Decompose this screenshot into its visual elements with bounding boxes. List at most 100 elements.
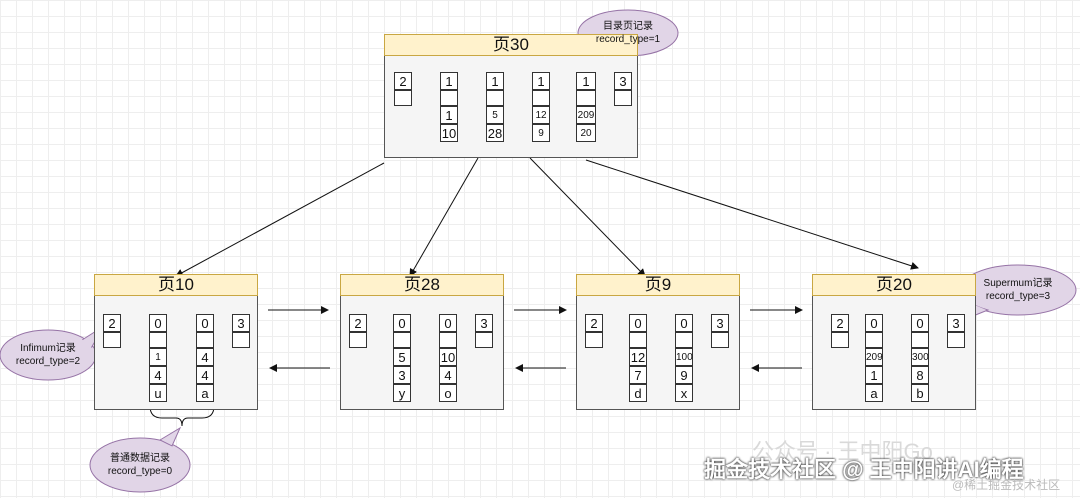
root-page-30: 页30 [384,34,638,158]
supremum-record-type: 3 [947,314,965,332]
user-record-field: 300 [911,348,929,366]
infimum-next [103,332,121,348]
supremum-next [475,332,493,348]
user-record-field: a [865,384,883,402]
user-record-type: 0 [196,314,214,332]
user-record-field: 209 [865,348,883,366]
infimum-record-type: 2 [103,314,121,332]
user-record-field: b [911,384,929,402]
brace [149,405,215,427]
callout-line: record_type=1 [595,34,661,45]
callout-user-bubble [89,426,191,493]
user-record-next [439,332,457,348]
callout-line: 目录页记录 [603,21,653,32]
callout-directory: 目录页记录 record_type=1 [580,20,676,46]
user-record-next [675,332,693,348]
user-record-type: 0 [629,314,647,332]
user-record-type: 0 [911,314,929,332]
dir-record-next [486,90,504,106]
user-record-field: x [675,384,693,402]
callout-line: record_type=2 [15,356,81,367]
page-title: 页28 [340,274,504,296]
callout-infimum: Infimum记录 record_type=2 [2,342,94,368]
dir-record-page: 10 [440,124,458,142]
dir-record-key: 1 [440,106,458,124]
edge-root-to-page28 [409,157,479,277]
user-record-field: 8 [911,366,929,384]
user-record-field: 5 [393,348,411,366]
user-record-field: a [196,384,214,402]
dir-record-type: 1 [486,72,504,90]
edge-root-to-page9 [529,157,646,277]
supremum-next [232,332,250,348]
user-record-field: 7 [629,366,647,384]
callout-line: 普通数据记录 [110,453,170,464]
dir-record-page: 20 [576,124,596,142]
user-record-field: 3 [393,366,411,384]
watermark-ghost: 公众号 · 王中阳Go [752,439,933,464]
user-record-next [393,332,411,348]
user-record-field: u [149,384,167,402]
supremum-record-type: 3 [232,314,250,332]
user-record-field: y [393,384,411,402]
callout-line: Supermum记录 [983,278,1053,289]
edge-root-to-page10 [175,162,385,277]
supremum-record-type: 3 [711,314,729,332]
user-record-type: 0 [865,314,883,332]
user-record-next [196,332,214,348]
infimum-record-type: 2 [349,314,367,332]
dir-record-next [576,90,596,106]
callout-line: Infimum记录 [20,343,76,354]
dir-record-next [440,90,458,106]
leaf-page-10: 页10 [94,274,258,410]
dir-record-next [532,90,550,106]
dir-record-page: 28 [486,124,504,142]
callout-user: 普通数据记录 record_type=0 [92,452,188,478]
callout-line: record_type=3 [985,291,1051,302]
user-record-field: o [439,384,457,402]
supremum-next [711,332,729,348]
callout-line: record_type=0 [107,466,173,477]
infimum-next [585,332,603,348]
user-record-field: 10 [439,348,457,366]
page-title: 页10 [94,274,258,296]
page-title: 页9 [576,274,740,296]
user-record-field: 1 [149,348,167,366]
page-title: 页20 [812,274,976,296]
user-record-next [865,332,883,348]
dir-record-type: 1 [532,72,550,90]
user-record-next [629,332,647,348]
page-title: 页30 [384,34,638,56]
dir-record-type: 1 [576,72,596,90]
user-record-field: 1 [865,366,883,384]
infimum-next [349,332,367,348]
dir-record-key: 12 [532,106,550,124]
edge-root-to-page20 [585,159,919,270]
dir-record-type: 1 [440,72,458,90]
watermark-sub: @稀土掘金技术社区 [952,478,1061,492]
user-record-type: 0 [149,314,167,332]
dir-record-page: 9 [532,124,550,142]
user-record-field: 12 [629,348,647,366]
user-record-type: 0 [393,314,411,332]
infimum-record-type: 2 [394,72,412,90]
user-record-field: 4 [196,366,214,384]
user-record-field: 9 [675,366,693,384]
infimum-next [831,332,849,348]
user-record-field: 100 [675,348,693,366]
watermark-main: 掘金技术社区 @ 王中阳讲AI编程 [704,457,1024,482]
leaf-page-28: 页28 [340,274,504,410]
dir-record-key: 5 [486,106,504,124]
callout-supremum: Supermum记录 record_type=3 [962,277,1074,303]
user-record-next [911,332,929,348]
supremum-record-type: 3 [614,72,632,90]
user-record-field: 4 [196,348,214,366]
user-record-next [149,332,167,348]
infimum-record-type: 2 [831,314,849,332]
user-record-type: 0 [675,314,693,332]
user-record-field: 4 [149,366,167,384]
user-record-field: 4 [439,366,457,384]
user-record-field: d [629,384,647,402]
supremum-next [614,90,632,106]
infimum-record-type: 2 [585,314,603,332]
